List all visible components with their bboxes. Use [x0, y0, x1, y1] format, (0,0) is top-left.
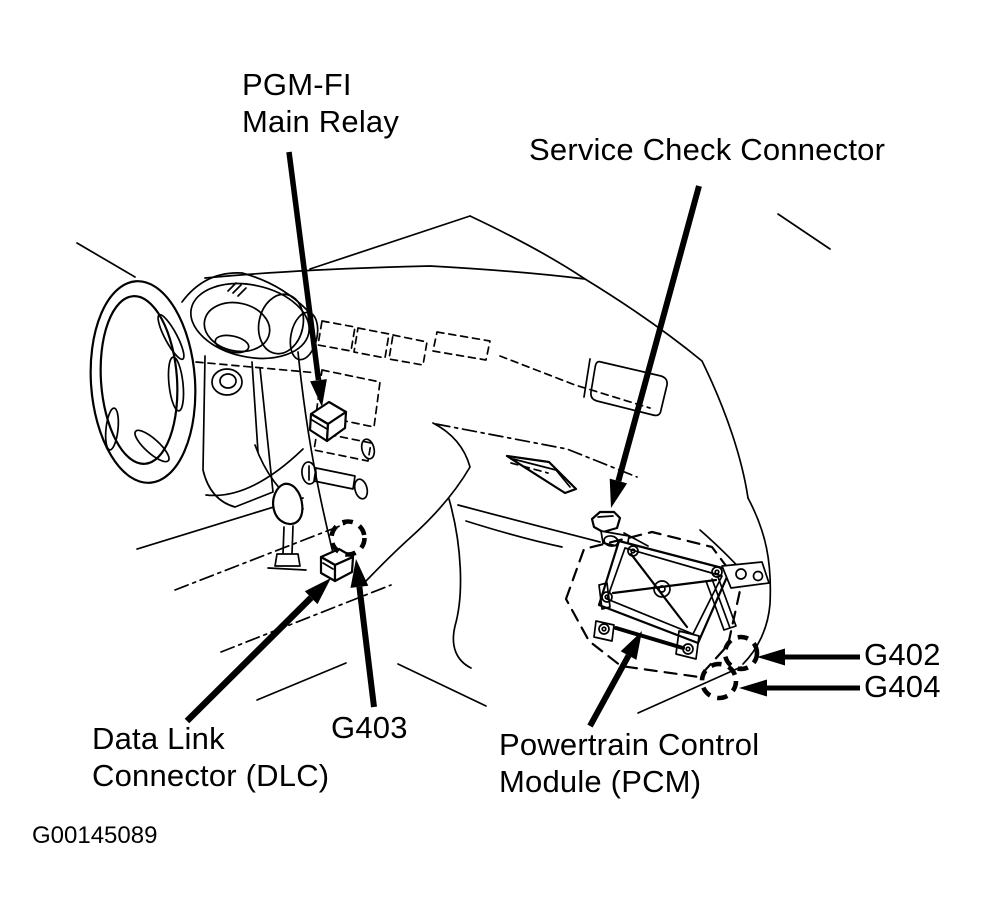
ground-circle-g402 [722, 634, 760, 672]
arrow-g402 [757, 648, 860, 666]
steering-column [202, 355, 304, 508]
windshield-lines [76, 213, 831, 499]
arrow-pgm-fi-relay [286, 151, 327, 407]
arrow-service-check-connector [609, 185, 702, 508]
callout-g403: G403 [331, 710, 408, 745]
callout-arrows [184, 151, 860, 728]
arrow-g403 [350, 559, 377, 708]
seat-floor-lines [136, 422, 601, 707]
ground-circle-g403 [329, 519, 367, 557]
figure-code: G00145089 [32, 822, 158, 849]
arrow-pcm [587, 631, 642, 728]
center-console [251, 351, 381, 554]
callout-pgm-fi-main-relay: PGM-FI Main Relay [242, 67, 400, 139]
glove-box [435, 355, 668, 495]
arrow-g404 [739, 679, 860, 697]
gear-shifter [267, 482, 307, 571]
pgm-fi-relay-part [308, 400, 348, 443]
dlc-part [319, 547, 355, 583]
arrow-data-link-connector [184, 578, 331, 724]
callout-powertrain-control-module: Powertrain Control Module (PCM) [499, 727, 760, 799]
callout-g404: G404 [864, 669, 941, 704]
dash-vents [317, 320, 491, 366]
pcm-part [564, 530, 770, 679]
door-pull-pocket [505, 454, 578, 495]
ignition-switch [211, 368, 243, 396]
callout-data-link-connector-dlc: Data Link Connector (DLC) [92, 721, 330, 793]
callout-g402: G402 [864, 637, 941, 672]
instrument-cluster [181, 272, 319, 374]
callout-service-check-connector: Service Check Connector [529, 132, 886, 167]
ground-circle-g404 [699, 661, 739, 701]
steering-wheel [89, 280, 197, 484]
